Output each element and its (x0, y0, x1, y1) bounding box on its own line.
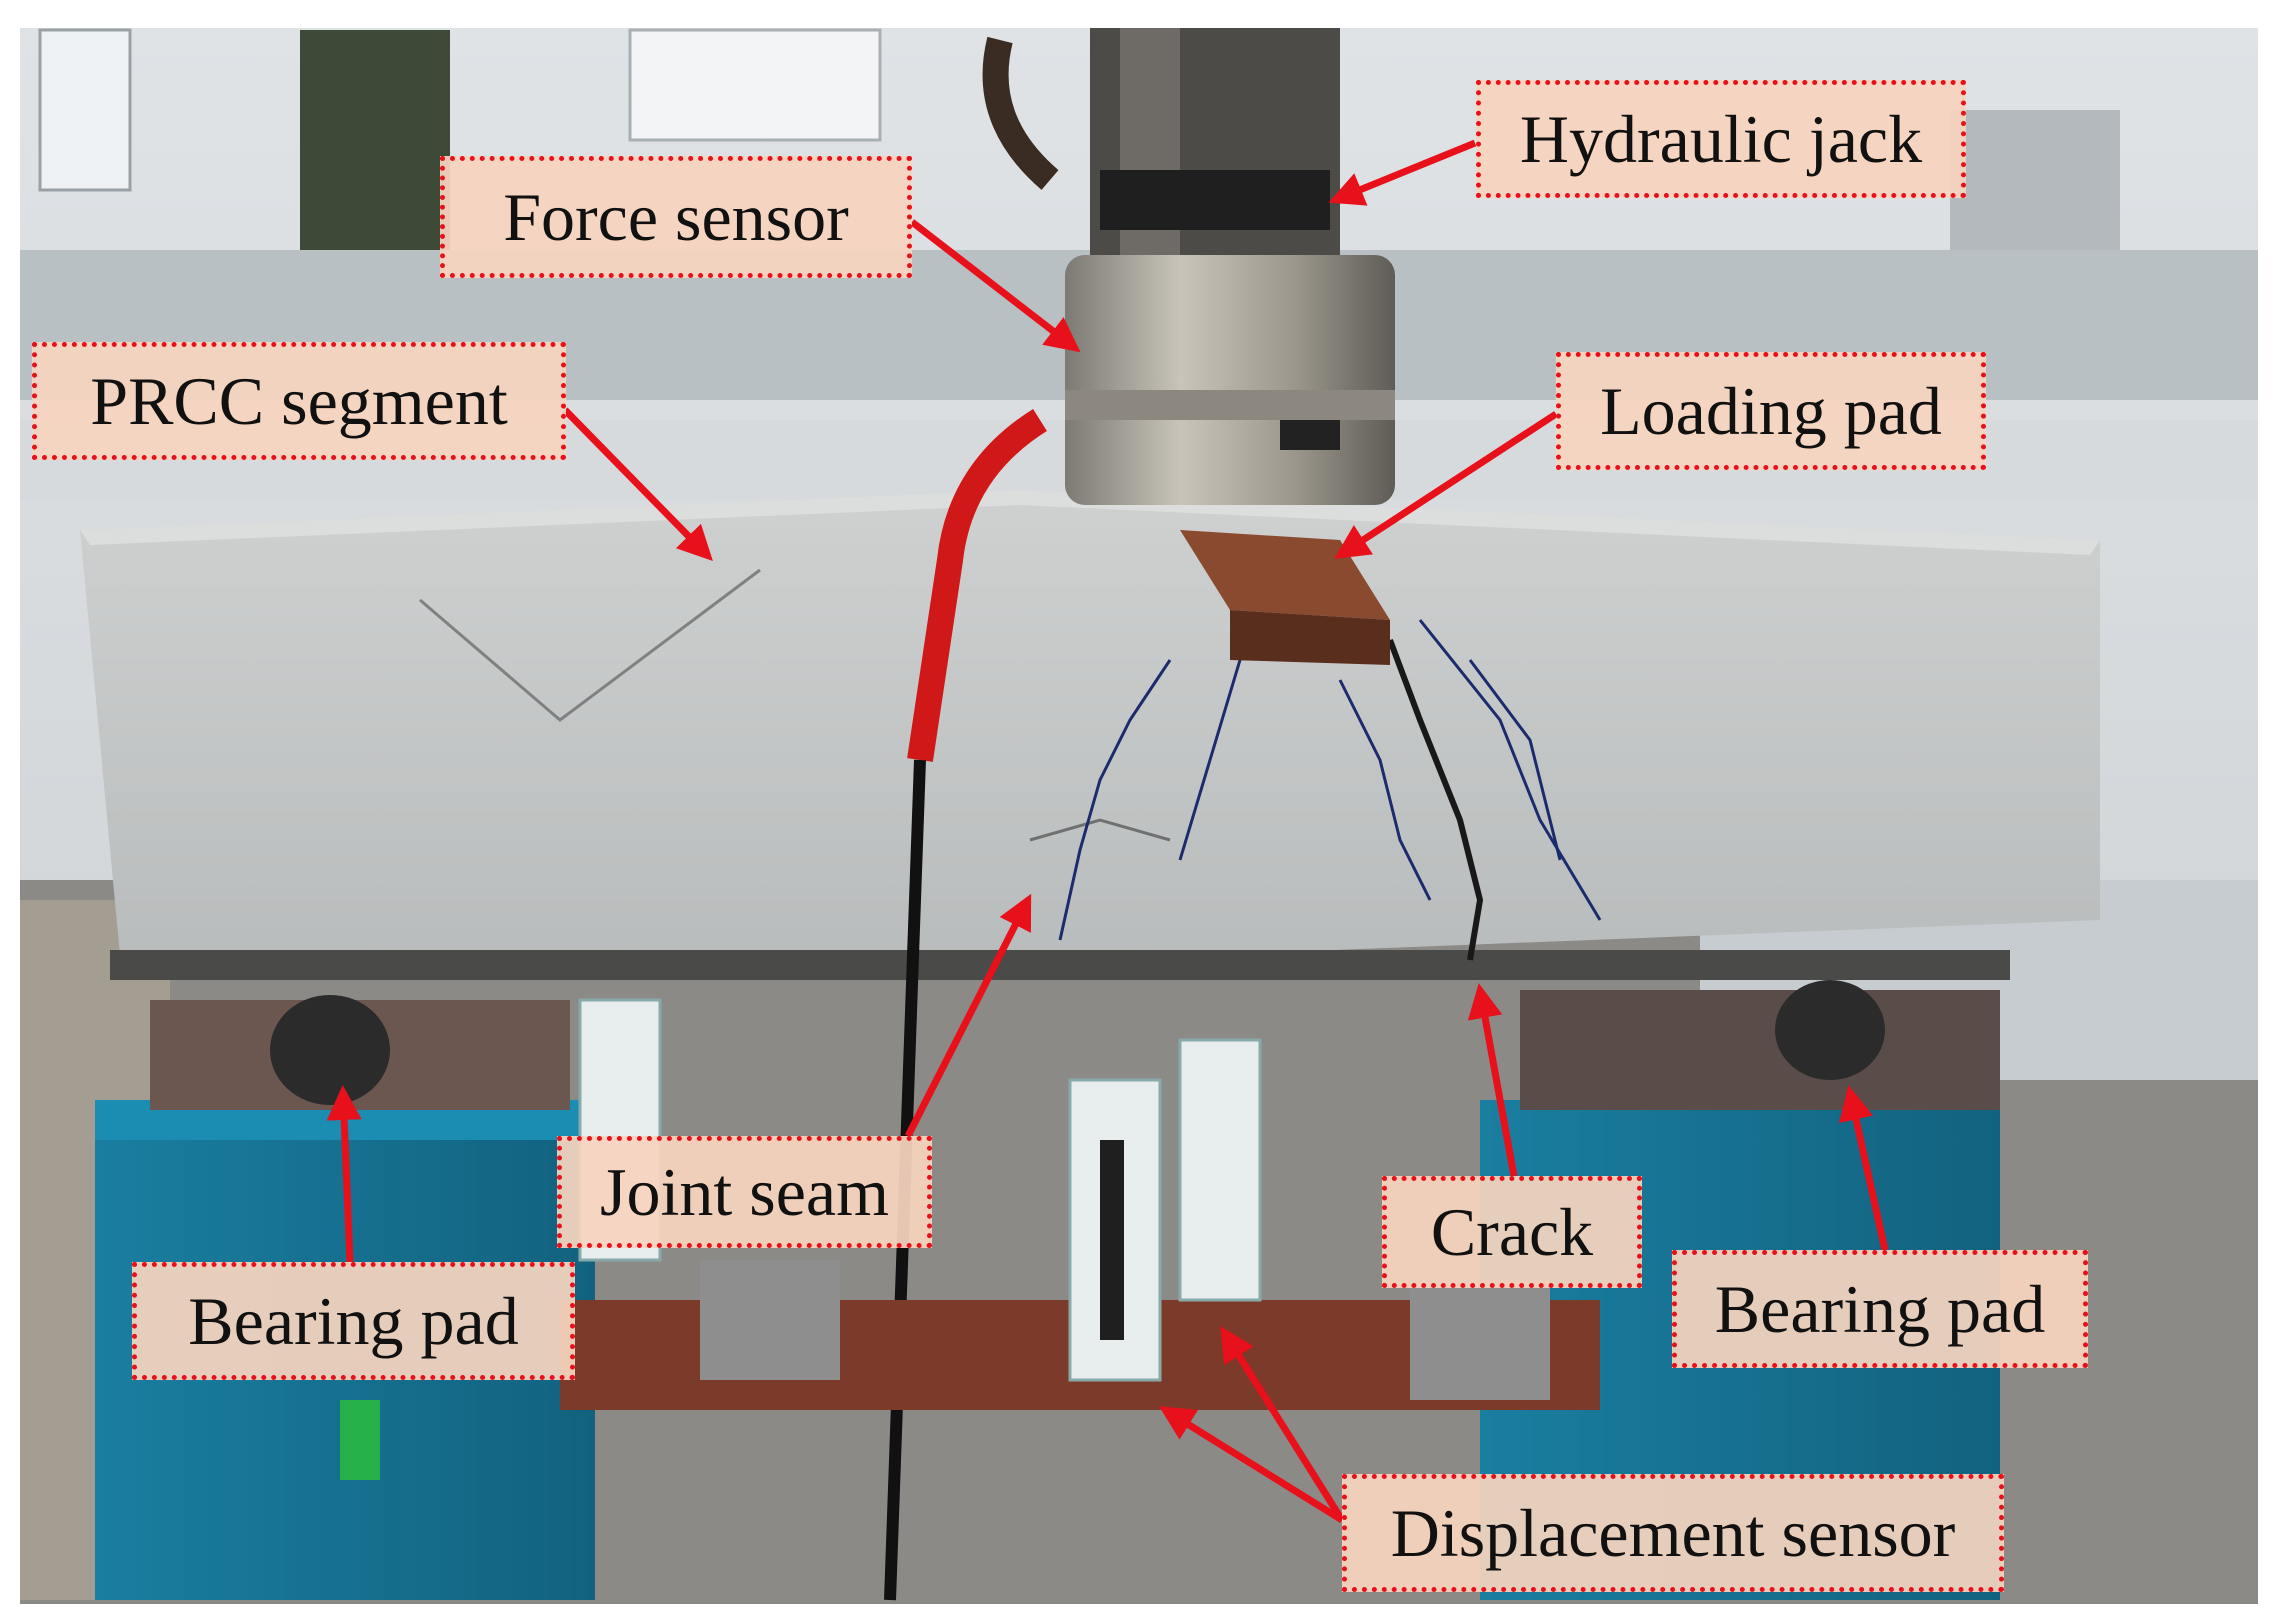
arrow-force-sensor (909, 219, 1081, 353)
label-bearing-pad-right: Bearing pad (1672, 1250, 2088, 1368)
hydraulic-jack (982, 28, 1340, 268)
label-bearing-pad-left: Bearing pad (132, 1262, 575, 1380)
force-sensor (884, 255, 1395, 1601)
arrow-loading-pad (1334, 411, 1558, 559)
label-hydraulic-jack: Hydraulic jack (1476, 80, 1966, 198)
label-prcc-segment: PRCC segment (32, 342, 566, 460)
arrow-prcc-segment (562, 407, 713, 562)
prcc-segment-beam (80, 490, 2100, 980)
arrow-bearing-pad-left (326, 1085, 362, 1263)
arrow-hydraulic-jack (1328, 139, 1477, 206)
arrow-bearing-pad-right (1838, 1085, 1889, 1251)
annotation-arrows (326, 139, 1889, 1523)
label-joint-seam: Joint seam (557, 1136, 932, 1248)
label-crack: Crack (1382, 1176, 1642, 1288)
cracks (1058, 619, 1602, 961)
label-loading-pad: Loading pad (1556, 352, 1986, 470)
arrow-crack (1467, 983, 1518, 1177)
label-displacement-sensor: Displacement sensor (1342, 1474, 2004, 1592)
arrow-displacement-sensor-a (1159, 1406, 1344, 1523)
arrow-displacement-sensor-b (1220, 1326, 1345, 1522)
arrow-joint-seam (904, 893, 1032, 1138)
label-force-sensor: Force sensor (440, 156, 912, 278)
